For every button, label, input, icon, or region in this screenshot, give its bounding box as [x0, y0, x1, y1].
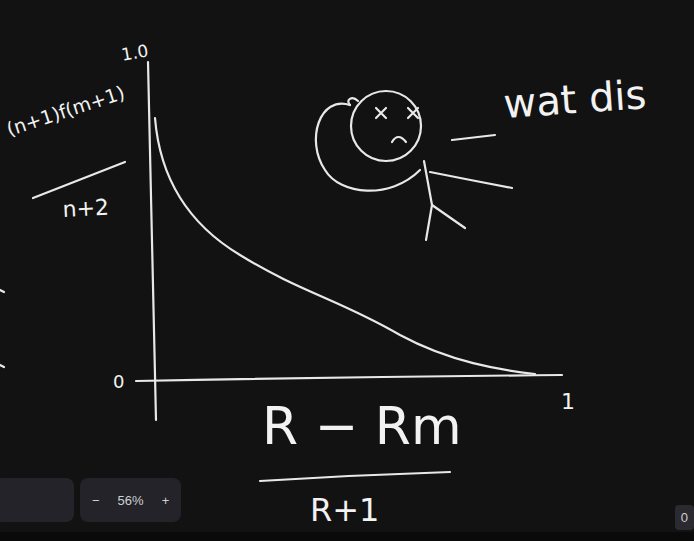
- axis-label: n+2: [62, 196, 110, 223]
- axis-label: R − Rm: [262, 398, 462, 455]
- zoom-toolbar: − 56% +: [80, 478, 181, 522]
- axis-label: (n+1)f(m+1): [4, 82, 127, 140]
- stick-body: [424, 161, 432, 205]
- dead-eye: [376, 108, 386, 118]
- stick-legs: [426, 205, 465, 240]
- fraction-bar: [33, 162, 125, 198]
- stick-arm: [316, 104, 420, 191]
- dead-eye: [408, 108, 418, 118]
- edge-mark: [0, 290, 4, 367]
- speech-text: wat dis: [502, 72, 648, 126]
- decay-curve: [155, 118, 535, 374]
- x-axis: [136, 375, 562, 381]
- axis-tick: 1.0: [120, 41, 150, 64]
- stick-head: [351, 91, 421, 161]
- stick-arm: [430, 172, 512, 188]
- toolbar-text: −: [92, 493, 100, 508]
- fraction-bar: [260, 472, 450, 481]
- speech-dash: [452, 135, 495, 140]
- toolbar-text: +: [162, 493, 170, 508]
- y-axis: [148, 62, 156, 420]
- frown: [392, 137, 406, 142]
- axis-tick: 0: [113, 372, 124, 392]
- toolbar-text: 56%: [118, 493, 144, 508]
- counter-badge: 0: [675, 505, 694, 530]
- toolbar-text: 0: [681, 510, 688, 525]
- bottom-strip: [0, 532, 694, 541]
- axis-tick: 1: [561, 390, 575, 414]
- stick-hand: [348, 98, 358, 105]
- toolbar-panel: [0, 478, 74, 522]
- axis-label: R+1: [310, 493, 379, 528]
